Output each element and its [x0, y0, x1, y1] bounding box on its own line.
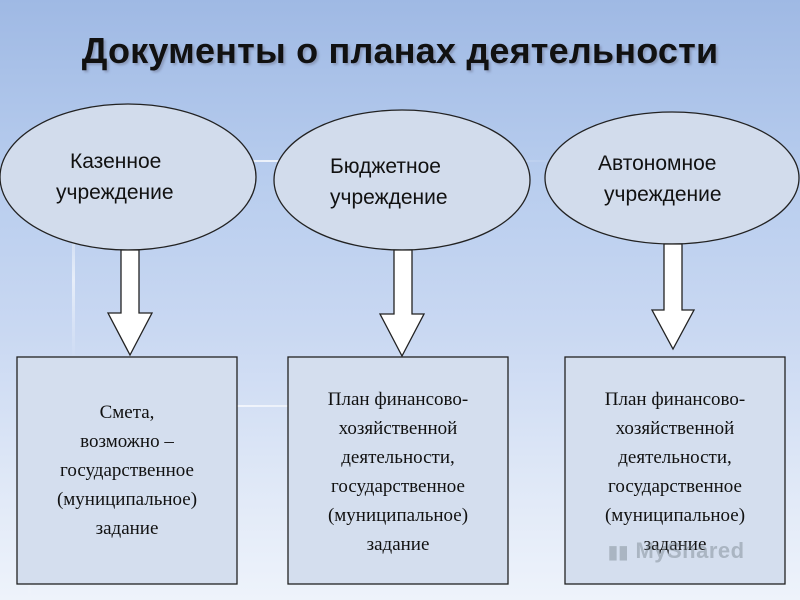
document-line: (муниципальное)	[604, 505, 746, 526]
arrow-down-3	[650, 243, 696, 351]
document-line: задание	[366, 534, 430, 555]
document-line: государственное	[60, 460, 194, 481]
document-line: задание	[643, 534, 707, 555]
page-title: Документы о планах деятельности	[81, 30, 719, 71]
document-line: Смета,	[99, 402, 155, 423]
institution-label-line: Казенное	[70, 150, 162, 173]
document-text-2: План финансово- хозяйственной деятельнос…	[288, 385, 508, 559]
document-line: задание	[95, 518, 159, 539]
box-document-3	[564, 356, 786, 585]
institution-label-1: Казенное учреждение	[56, 146, 206, 208]
institution-label-line: Автономное	[598, 152, 717, 175]
document-line: (муниципальное)	[327, 505, 469, 526]
arrow-down-2	[378, 249, 426, 358]
document-line: государственное	[608, 476, 742, 497]
document-line: деятельности,	[618, 447, 732, 468]
institution-label-line: Бюджетное	[330, 155, 441, 178]
institution-label-line: учреждение	[330, 186, 448, 209]
decor-streak	[72, 200, 75, 360]
document-line: государственное	[331, 476, 465, 497]
institution-label-line: учреждение	[56, 181, 174, 204]
document-line: возможно –	[80, 431, 174, 452]
institution-label-line: учреждение	[604, 183, 722, 206]
box-document-2	[287, 356, 509, 585]
decor-streak	[30, 405, 490, 407]
document-line: План финансово-	[604, 389, 746, 410]
document-text-3: План финансово- хозяйственной деятельнос…	[565, 385, 785, 559]
watermark: ▮▮ MyShared	[608, 538, 745, 564]
institution-label-3: Автономное учреждение	[598, 148, 768, 210]
document-line: План финансово-	[327, 389, 469, 410]
document-line: деятельности,	[341, 447, 455, 468]
box-document-1	[16, 356, 238, 585]
watermark-chart-icon: ▮▮	[608, 542, 629, 562]
document-line: хозяйственной	[615, 418, 735, 439]
institution-label-2: Бюджетное учреждение	[330, 151, 490, 213]
document-line: (муниципальное)	[56, 489, 198, 510]
arrow-down-1	[106, 249, 154, 357]
document-text-1: Смета, возможно – государственное (муниц…	[17, 398, 237, 543]
document-line: хозяйственной	[338, 418, 458, 439]
watermark-text: MyShared	[635, 538, 745, 563]
